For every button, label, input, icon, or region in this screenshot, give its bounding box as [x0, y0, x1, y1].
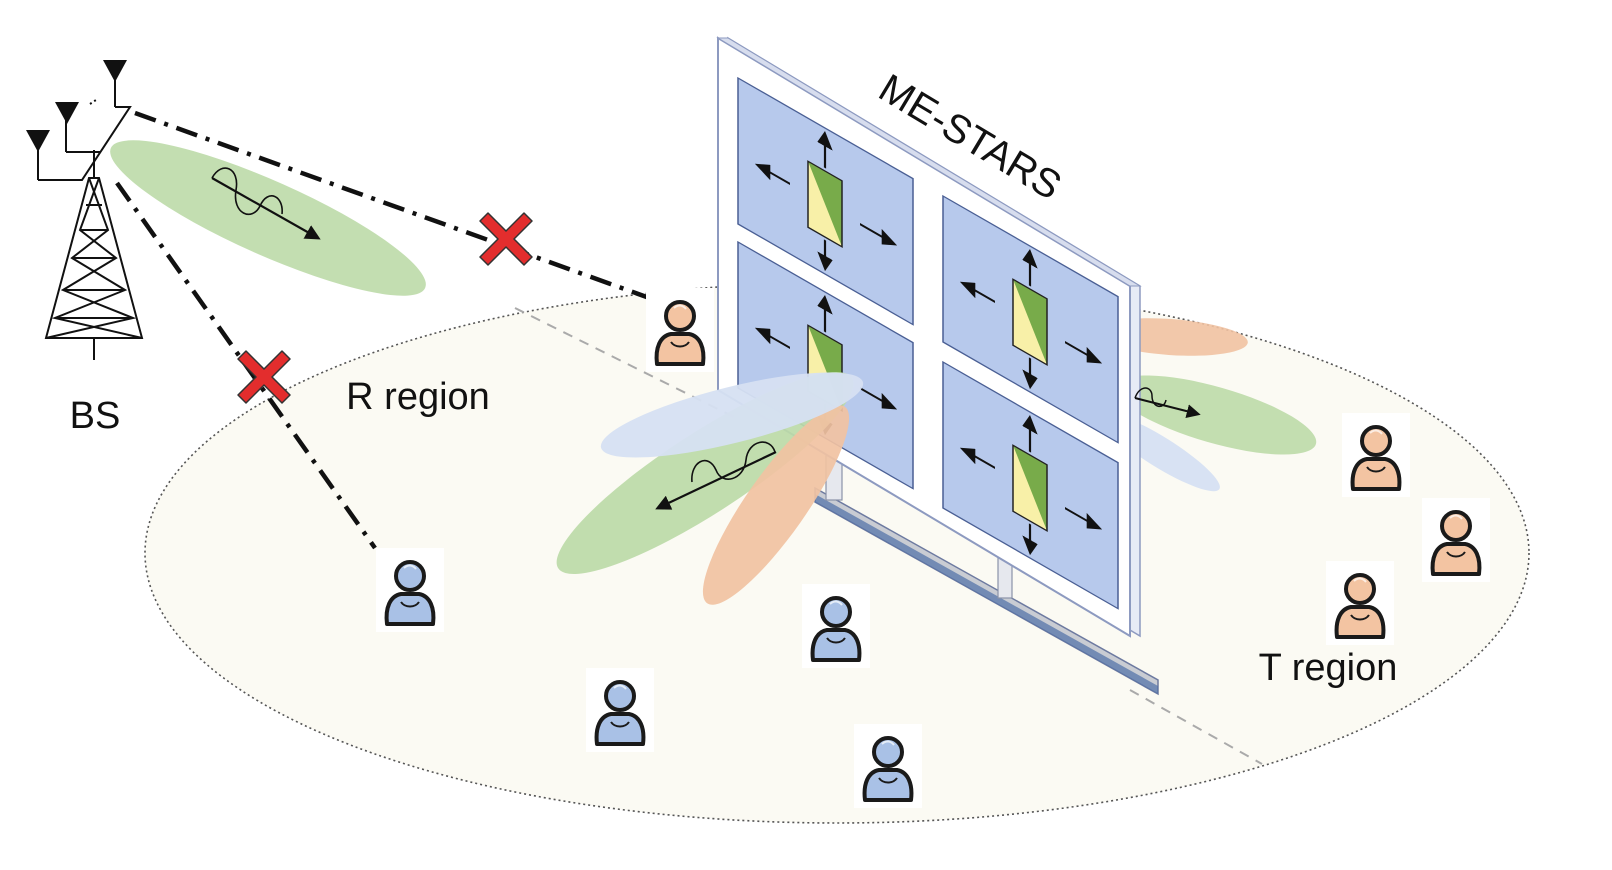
- wave-icon: [1134, 387, 1201, 419]
- user-icon: [644, 286, 716, 374]
- r-beam-blue: [600, 372, 864, 458]
- antenna-icon: [26, 60, 127, 152]
- user-icon: [1324, 559, 1396, 647]
- bs-label: BS: [70, 395, 121, 437]
- user-icon: [1420, 496, 1492, 584]
- wave-icon: [655, 441, 777, 510]
- t-beam-green: [1113, 375, 1317, 455]
- blocked-link-icon: [479, 212, 533, 266]
- user-icon: [374, 546, 446, 634]
- t-region-label: T region: [1259, 647, 1398, 689]
- user-icon: [800, 582, 872, 670]
- bs-link-upper: [134, 110, 656, 303]
- wave-icon: [211, 167, 321, 240]
- bs-beam: [110, 140, 426, 296]
- user-icon: [1340, 411, 1412, 499]
- user-icon: [584, 666, 656, 754]
- region-divider-left: [514, 307, 741, 421]
- blocked-link-icon: [237, 350, 291, 404]
- region-divider-right: [1129, 689, 1263, 765]
- r-beam-orange: [702, 405, 850, 605]
- r-region-label: R region: [346, 376, 490, 418]
- bs-tower-icon: [37, 70, 144, 360]
- user-icon: [852, 722, 924, 810]
